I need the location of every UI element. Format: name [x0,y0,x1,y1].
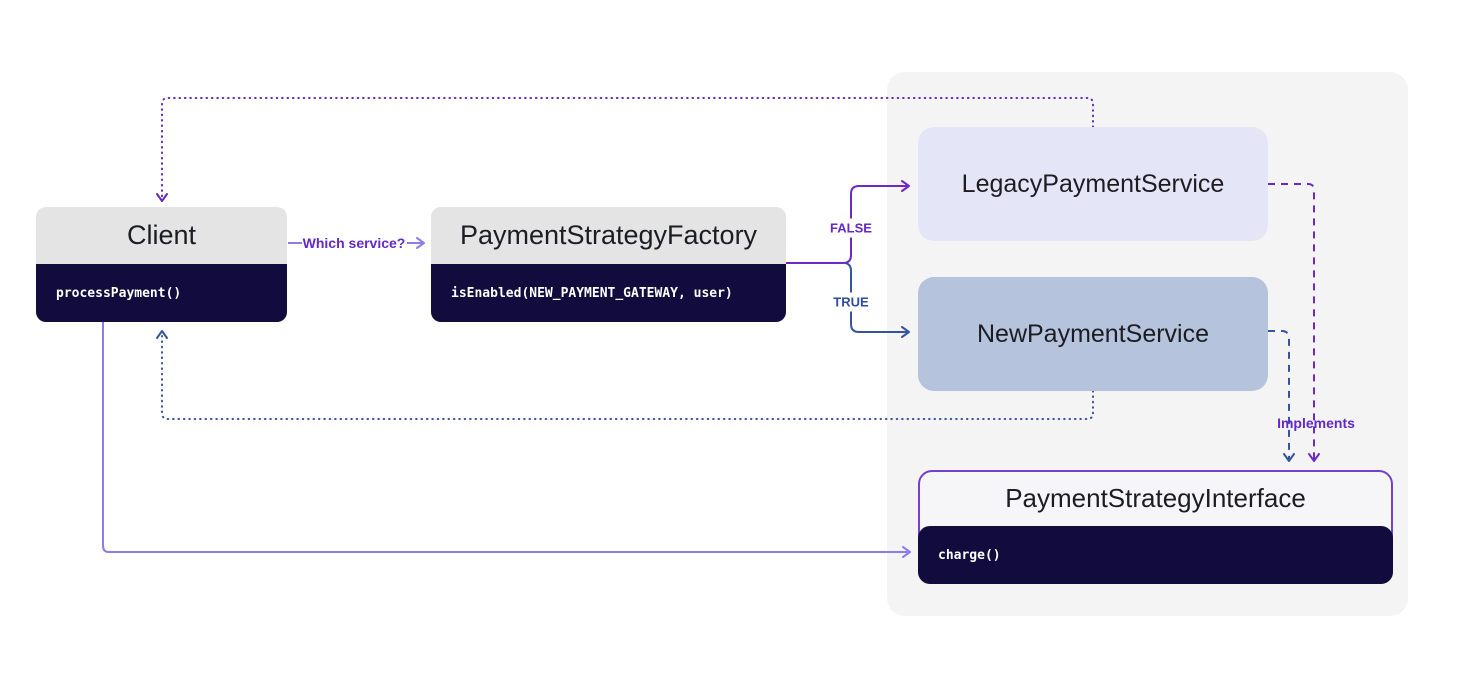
legacy-service-node: LegacyPaymentService [918,127,1268,241]
edge-client-to-charge [102,322,911,558]
new-service-node: NewPaymentService [918,277,1268,391]
client-title: Client [36,207,287,264]
strategy-interface-method: charge() [918,526,1393,584]
true-branch-label: TRUE [830,292,872,312]
client-node: Client processPayment() [36,207,287,322]
strategy-interface-title: PaymentStrategyInterface [1005,483,1306,513]
strategy-interface-node: PaymentStrategyInterface charge() [918,470,1393,584]
factory-method: isEnabled(NEW_PAYMENT_GATEWAY, user) [431,264,786,322]
legacy-service-title: LegacyPaymentService [961,169,1225,198]
implements-label: Implements [1277,415,1355,431]
which-service-label: Which service? [302,235,406,251]
client-method: processPayment() [36,264,287,322]
new-service-title: NewPaymentService [976,319,1210,348]
factory-title: PaymentStrategyFactory [431,207,786,264]
factory-node: PaymentStrategyFactory isEnabled(NEW_PAY… [431,207,786,322]
false-branch-label: FALSE [827,218,875,238]
